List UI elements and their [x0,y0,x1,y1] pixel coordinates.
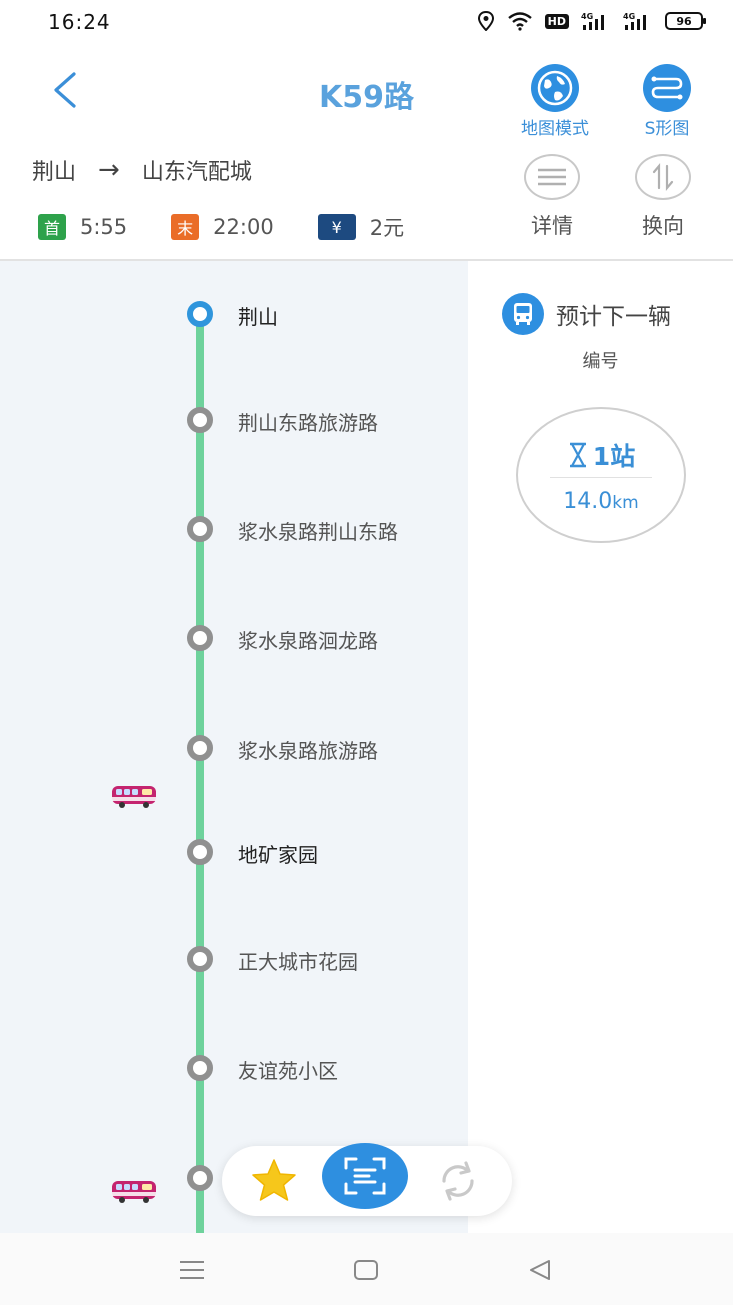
eta-card: 1站 14.0km [516,407,686,543]
divider [0,259,733,261]
station-node [187,946,213,972]
nav-home-button[interactable] [346,1255,386,1285]
station-node [187,407,213,433]
detail-button[interactable]: 详情 [517,154,587,240]
direction-arrow: → [98,155,120,185]
station-node [187,516,213,542]
hd-badge: HD [544,10,569,32]
station-name: 浆水泉路荆山东路 [238,520,398,544]
eta-separator [550,477,652,478]
service-times: 首 5:55 末 22:00 ¥ 2元 [38,212,448,242]
hourglass-icon [569,442,586,468]
station-item[interactable]: 浆水泉路荆山东路 [0,509,468,549]
refresh-button[interactable] [430,1156,486,1206]
station-item[interactable]: 正大城市花园 [0,939,468,979]
bus-icon[interactable] [110,783,158,809]
swap-direction-button[interactable]: 换向 [628,154,698,240]
route-info-panel: 荆山 → 山东汽配城 首 5:55 末 22:00 ¥ 2元 详情 换向 [0,136,733,260]
page-title: K59路 [319,80,414,115]
s-map-button[interactable]: S形图 [612,64,722,139]
station-name: 荆山东路旅游路 [238,411,378,435]
station-node [187,625,213,651]
status-time: 16:24 [48,10,111,34]
route-line [196,313,204,1233]
station-item[interactable]: 友谊苑小区 [0,1048,468,1088]
wifi-icon [507,10,533,32]
menu-lines-icon [524,154,580,200]
next-bus-panel: 预计下一辆 编号 1站 14.0km [468,261,733,1233]
station-list[interactable]: 荆山 荆山东路旅游路 浆水泉路荆山东路 浆水泉路洄龙路 浆水泉路旅游路 地矿家园… [0,261,468,1233]
swap-label: 换向 [642,214,684,238]
station-node [187,301,213,327]
signal-icon: 4G [581,10,611,32]
nav-menu-button[interactable] [172,1255,212,1285]
station-item[interactable] [0,1158,468,1198]
eta-stops: 1站 [518,437,684,473]
station-item[interactable]: 荆山 [0,294,468,334]
s-map-label: S形图 [644,119,690,139]
home-square-icon [354,1260,378,1280]
back-button[interactable] [44,68,88,112]
menu-icon [180,1261,204,1279]
destination-station: 山东汽配城 [141,160,252,185]
bus-id-label: 编号 [582,351,619,372]
station-node [187,1055,213,1081]
status-bar: 16:24 HD 4G 4G 96 [0,0,733,46]
station-item[interactable]: 浆水泉路洄龙路 [0,618,468,658]
chevron-left-icon [54,72,76,108]
station-name: 正大城市花园 [238,950,358,974]
station-item[interactable]: 地矿家园 [0,832,468,872]
eta-distance-value: 14.0 [563,489,613,514]
bus-icon[interactable] [110,1178,158,1204]
map-mode-button[interactable]: 地图模式 [500,64,610,139]
back-triangle-icon [530,1260,550,1280]
globe-icon [531,64,579,112]
last-bus-time: 22:00 [213,215,274,239]
nav-back-button[interactable] [520,1255,560,1285]
station-name: 荆山 [238,305,278,329]
route-direction: 荆山 → 山东汽配城 [32,154,252,186]
scan-icon [344,1157,386,1195]
battery-icon: 96 [665,10,706,32]
station-name: 地矿家园 [238,843,318,867]
fare-tag: ¥ [317,214,356,240]
refresh-icon [442,1161,474,1201]
route-s-icon [643,64,691,112]
station-name: 友谊苑小区 [238,1059,338,1083]
svg-text:4G: 4G [623,12,635,21]
system-nav-bar [0,1233,733,1305]
station-node [187,839,213,865]
swap-arrows-icon [635,154,691,200]
scan-button[interactable] [322,1143,408,1209]
eta-distance-unit: km [612,493,639,513]
next-bus-title: 预计下一辆 [556,304,671,330]
bus-icon [502,293,544,335]
station-node [187,1165,213,1191]
detail-label: 详情 [531,214,573,238]
fare-value: 2元 [369,216,405,240]
eta-distance: 14.0km [518,489,684,514]
station-item[interactable]: 浆水泉路旅游路 [0,728,468,768]
last-bus-tag: 末 [171,214,200,240]
floating-action-bar [222,1143,512,1216]
next-bus-header: 预计下一辆 [502,293,671,335]
origin-station: 荆山 [32,160,77,185]
header: K59路 地图模式 S形图 [0,46,733,139]
signal-icon-2: 4G [623,10,653,32]
first-bus-time: 5:55 [80,215,128,239]
eta-stops-value: 1站 [592,442,636,471]
station-name: 浆水泉路洄龙路 [238,629,378,653]
first-bus-tag: 首 [38,214,66,240]
map-mode-label: 地图模式 [521,119,589,139]
favorite-button[interactable] [246,1156,302,1206]
station-node [187,735,213,761]
svg-text:4G: 4G [581,12,593,21]
star-icon [252,1159,296,1201]
location-icon [477,10,495,32]
station-item[interactable]: 荆山东路旅游路 [0,400,468,440]
status-icons: HD 4G 4G 96 [477,10,706,32]
station-name: 浆水泉路旅游路 [238,739,378,763]
